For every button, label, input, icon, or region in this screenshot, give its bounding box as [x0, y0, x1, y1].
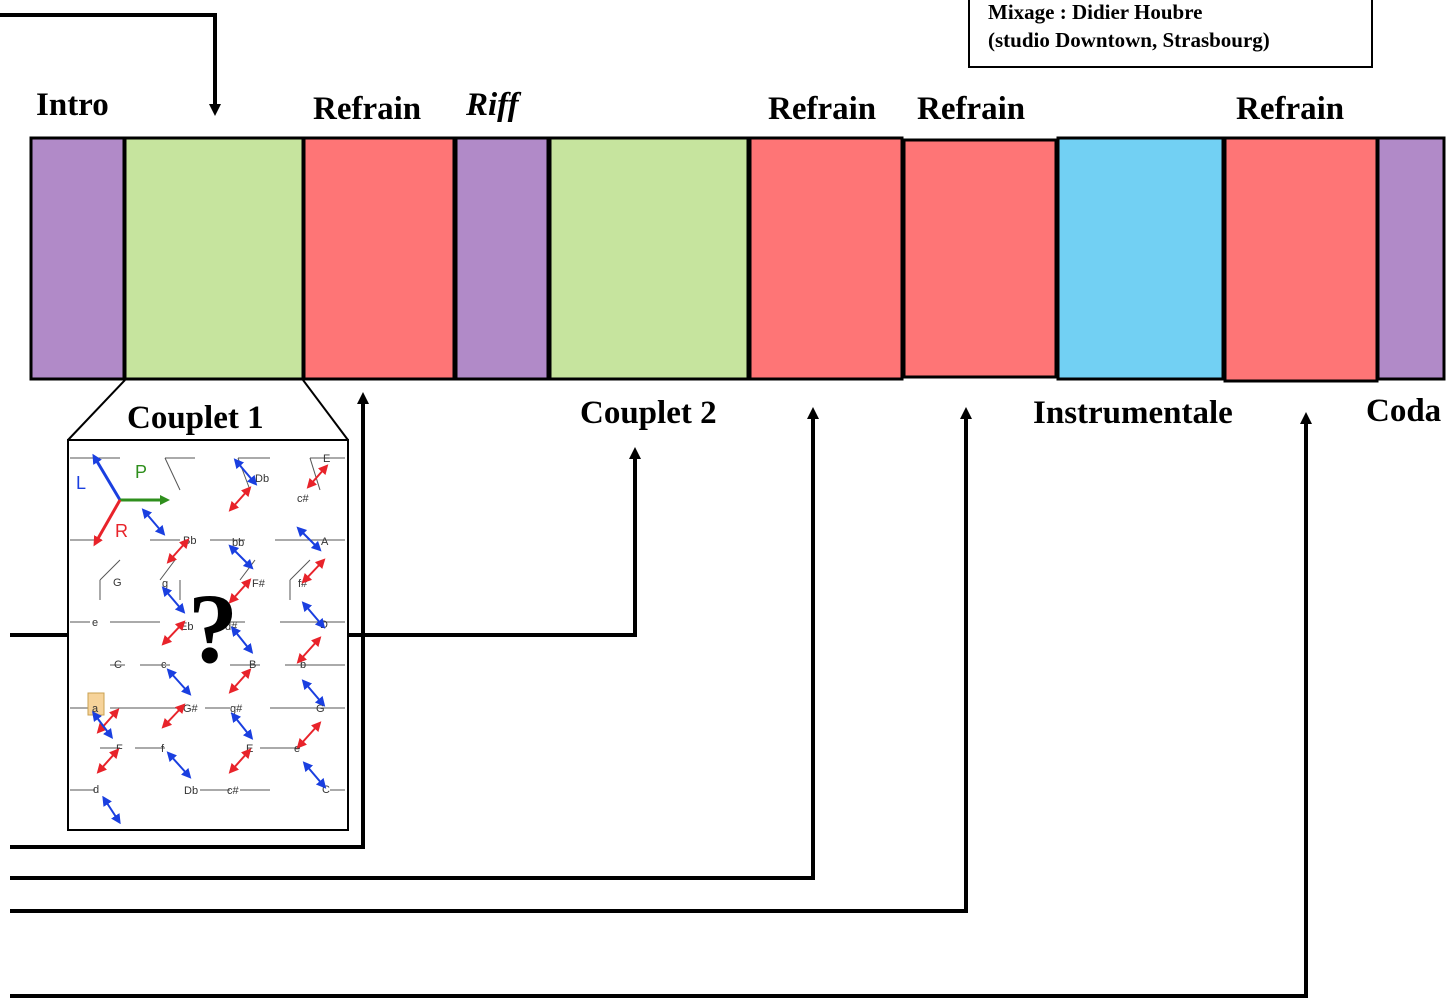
note-label: B [249, 659, 256, 671]
connector-refrain-3 [10, 407, 972, 913]
label-refrain-2: Refrain [768, 91, 877, 127]
label-couplet-1: Couplet 1 [127, 400, 264, 436]
note-label: c# [227, 785, 240, 797]
l-transform-arrow [166, 668, 192, 696]
zoom-line-right [302, 379, 349, 441]
block-refrain-8 [1223, 136, 1379, 383]
note-label: Db [184, 785, 198, 797]
note-label: e [294, 743, 300, 755]
note-label: F# [252, 578, 266, 590]
block-couplet-1-1 [123, 136, 305, 381]
note-label: d [93, 784, 99, 796]
note-label: e [92, 617, 98, 629]
l-transform-arrow [301, 679, 326, 707]
connector-refrain-4 [10, 412, 1312, 998]
block-refrain-6 [902, 138, 1058, 379]
note-label: Db [255, 473, 269, 485]
l-transform-arrow [228, 544, 254, 570]
note-label: f# [298, 578, 308, 590]
l-transform-arrow [296, 526, 322, 552]
label-coda: Coda [1366, 393, 1442, 429]
l-transform-arrow [230, 712, 254, 740]
connector-refrain-2 [10, 407, 819, 880]
block-refrain-2 [302, 136, 456, 381]
note-label: C [114, 659, 122, 671]
note-label: b [300, 659, 306, 671]
note-label: G [113, 577, 122, 589]
credits-line-1: Mixage : Didier Houbre [988, 0, 1203, 24]
note-label: bb [232, 537, 244, 549]
note-label: Bb [183, 535, 196, 547]
r-label: R [115, 521, 128, 541]
l-transform-arrow [102, 795, 121, 825]
label-refrain-4: Refrain [1236, 91, 1345, 127]
r-transform-arrow [166, 538, 190, 564]
block-couplet-2-4 [548, 136, 750, 381]
label-refrain-1: Refrain [313, 91, 422, 127]
r-transform-arrow [228, 486, 252, 512]
note-label: C [322, 784, 330, 796]
credits-box: Mixage : Didier Houbre (studio Downtown,… [968, 0, 1373, 68]
credits-line-2: (studio Downtown, Strasbourg) [988, 28, 1270, 52]
r-arrow [93, 499, 122, 547]
r-transform-arrow [228, 748, 252, 774]
block-intro-0 [29, 136, 126, 381]
note-label: a [92, 703, 99, 715]
l-transform-arrow [92, 711, 113, 739]
connector-lines [0, 13, 1312, 998]
timeline-blocks [29, 136, 1446, 383]
label-riff: Riff [466, 87, 519, 123]
note-label: f [161, 743, 165, 755]
r-transform-arrow [228, 578, 252, 604]
hex-edge [99, 559, 121, 581]
r-transform-arrow [161, 703, 186, 729]
connector-refrain-1 [10, 392, 369, 849]
l-label: L [76, 473, 86, 493]
zoom-line-left [67, 379, 126, 441]
note-label: g [162, 578, 168, 590]
note-label: F [116, 743, 123, 755]
l-transform-arrow [166, 751, 192, 779]
hex-edge [164, 457, 181, 491]
note-label: c# [297, 493, 310, 505]
r-transform-arrow [296, 636, 322, 664]
note-label: c [161, 659, 167, 671]
l-transform-arrow [301, 601, 326, 629]
l-arrow [92, 453, 122, 501]
transform-arrows [92, 458, 329, 825]
r-transform-arrow [96, 748, 120, 774]
note-label: G# [183, 703, 199, 715]
r-transform-arrow [306, 464, 329, 489]
note-label: G [316, 703, 325, 715]
label-instrumentale: Instrumentale [1033, 395, 1233, 431]
label-refrain-3: Refrain [917, 91, 1026, 127]
label-couplet-2: Couplet 2 [580, 395, 717, 431]
r-transform-arrow [301, 558, 326, 584]
r-transform-arrow [296, 721, 322, 749]
note-label: A [321, 536, 329, 548]
note-label: g# [230, 703, 243, 715]
block-coda-9 [1376, 136, 1446, 381]
question-mark: ? [188, 573, 238, 684]
l-transform-arrow [161, 586, 186, 614]
r-transform-arrow [228, 668, 252, 694]
block-instrumentale-7 [1056, 136, 1225, 381]
label-intro: Intro [36, 87, 109, 123]
l-transform-arrow [302, 761, 327, 789]
connector-couplet-1-in [0, 13, 221, 116]
block-riff-3 [454, 136, 550, 381]
r-transform-arrow [161, 620, 186, 646]
block-refrain-5 [748, 136, 904, 381]
p-label: P [135, 462, 147, 482]
l-transform-arrow [141, 508, 166, 536]
l-transform-arrow [230, 626, 254, 654]
connector-couplet-2b [348, 447, 641, 637]
note-label: E [323, 453, 330, 465]
l-transform-arrow [233, 458, 258, 486]
